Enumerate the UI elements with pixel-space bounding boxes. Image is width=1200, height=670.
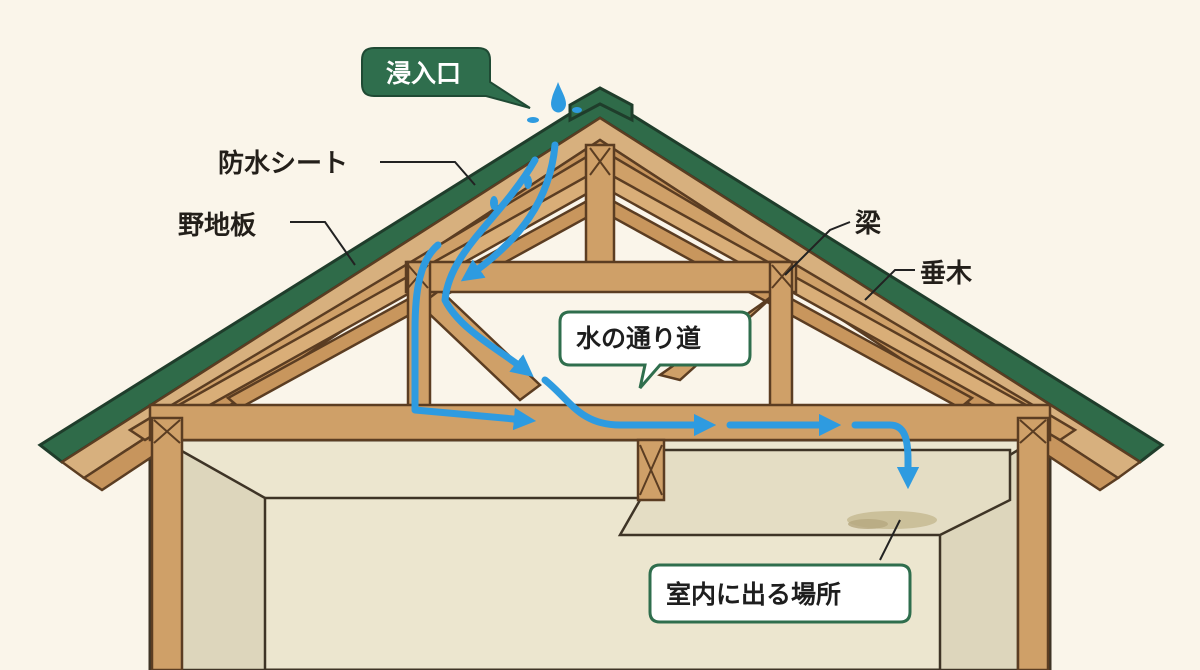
timber-frame — [148, 143, 1052, 670]
arrow-icon — [851, 421, 920, 490]
label-entry-point: 浸入口 — [386, 59, 461, 88]
entry-point-callout: 浸入口 — [361, 47, 531, 109]
leader-lines — [290, 161, 915, 561]
label-indoor-leak: 室内に出る場所 — [666, 580, 841, 609]
label-waterproof-sheet: 防水シート — [218, 149, 348, 179]
arrow-icon — [541, 376, 717, 437]
water-drop-icon — [551, 82, 566, 113]
indoor-leak-callout: 室内に出る場所 — [648, 563, 912, 624]
water-path-callout: 水の通り道 — [558, 310, 752, 389]
arrow-icon — [411, 241, 537, 431]
water-drop-icon — [527, 117, 539, 123]
left-post — [150, 416, 184, 670]
joint-marks — [153, 147, 1047, 496]
ridge-cap — [568, 86, 634, 123]
roof-covering — [37, 86, 1165, 492]
collar-beam — [404, 260, 798, 294]
label-roof-board: 野地板 — [178, 211, 256, 241]
interior — [148, 438, 1052, 670]
right-post — [1016, 416, 1050, 670]
water-drops — [490, 82, 582, 210]
label-rafter: 垂木 — [920, 259, 972, 289]
water-flow — [411, 141, 920, 490]
rafter-band — [81, 138, 1121, 492]
ceiling-panel — [617, 448, 1012, 537]
label-beam: 梁 — [854, 209, 881, 239]
arrow-icon — [441, 156, 539, 377]
left-brace — [418, 288, 542, 402]
label-water-path: 水の通り道 — [576, 324, 701, 353]
king-post — [584, 143, 616, 267]
arrow-icon — [460, 141, 559, 282]
